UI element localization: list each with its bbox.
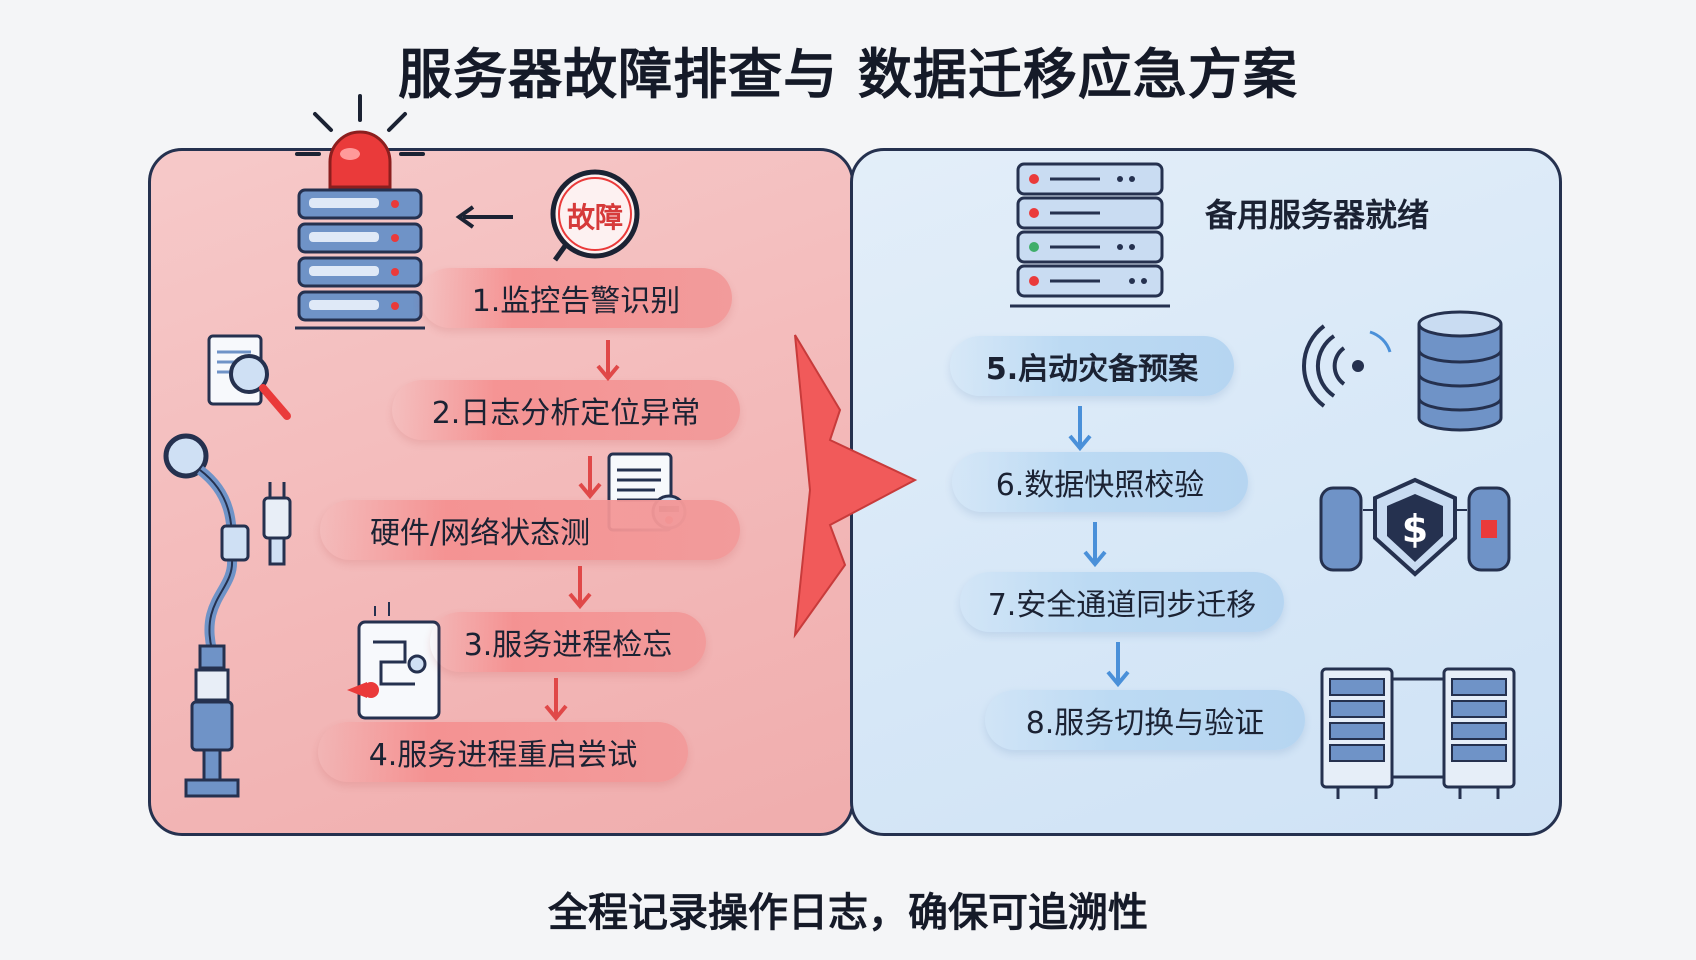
wifi-signal-icon	[1302, 324, 1392, 408]
transition-arrow-icon	[793, 334, 918, 639]
svg-text:$: $	[1402, 507, 1428, 551]
page-title: 服务器故障排查与 数据迁移应急方案	[398, 43, 1298, 106]
alarm-light-icon	[295, 94, 425, 189]
fault-badge-icon	[550, 169, 640, 262]
step-log-analysis: 2.日志分析定位异常	[392, 380, 740, 440]
step-service-restart: 4.服务进程重启尝试	[318, 722, 688, 782]
database-icon	[1417, 310, 1503, 432]
step-start-dr-plan: 5.启动灾备预案	[950, 336, 1234, 396]
server-cabinet-icon	[1320, 667, 1516, 799]
footer-note: 全程记录操作日志，确保可追溯性	[548, 890, 1148, 936]
step-secure-sync-migrate: 7.安全通道同步迁移	[960, 572, 1284, 632]
step-arrow-left-icons	[544, 340, 620, 722]
server-rack-icon	[295, 188, 425, 330]
step-monitor-alert: 1.监控告警识别	[420, 268, 732, 328]
magnifier-document-icon	[207, 334, 291, 420]
process-chart-icon	[347, 602, 441, 720]
network-cable-icon	[163, 433, 292, 798]
step-service-process-check: 3.服务进程检忘	[430, 612, 706, 672]
step-hardware-network-check: 硬件/网络状态测	[320, 500, 740, 560]
step-switch-verify: 8.服务切换与验证	[985, 690, 1305, 750]
troubleshooting-panel	[148, 148, 854, 836]
fault-badge-text: 故障	[566, 201, 623, 234]
left-arrow-icon	[455, 205, 513, 229]
shield-dollar-icon: $	[1319, 477, 1511, 577]
standby-server-icon	[1010, 162, 1170, 308]
step-arrow-right-icons	[1068, 406, 1130, 688]
step-snapshot-verify: 6.数据快照校验	[952, 452, 1248, 512]
standby-server-label: 备用服务器就绪	[1205, 196, 1430, 234]
